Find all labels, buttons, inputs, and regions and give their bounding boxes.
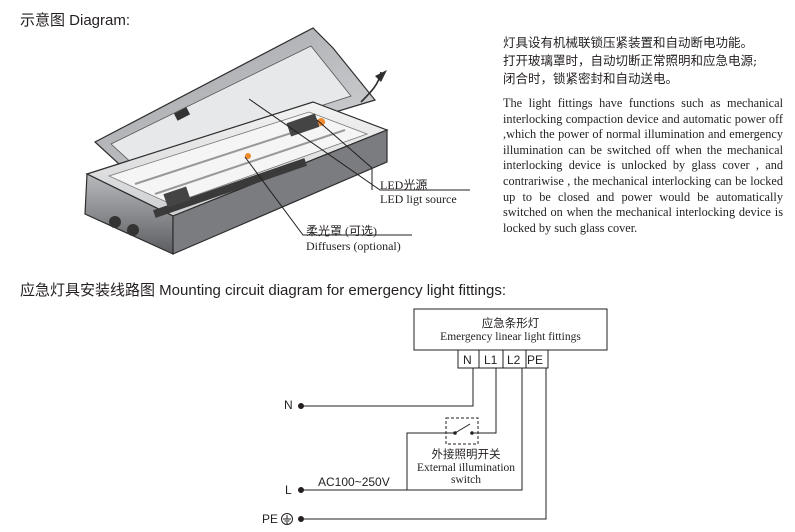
wire-l: [301, 368, 523, 491]
wire-n: [301, 368, 474, 407]
terminal-label: L2: [507, 353, 521, 367]
terminal-label: L1: [484, 353, 498, 367]
description-cn-line: 闭合时，锁紧密封和自动送电。: [503, 71, 679, 86]
line-label-l: L: [285, 483, 292, 497]
latch: [173, 107, 191, 121]
diffuser-label-en: Diffusers (optional): [306, 239, 401, 253]
switch-label-en-2: switch: [450, 474, 482, 486]
cable-gland: [127, 224, 139, 236]
terminal-label: N: [463, 353, 472, 367]
led-module: [153, 158, 307, 218]
fitting-label-en: Emergency linear light fittings: [440, 331, 581, 343]
description-cn-line: 打开玻璃罩时，自动切断正常照明和应急电源;: [503, 53, 758, 68]
line-label-n: N: [284, 398, 293, 412]
ground-icon: [281, 513, 293, 525]
switch-label-cn: 外接照明开关: [431, 449, 501, 461]
description-cn: 灯具设有机械联锁压紧装置和自动断电功能。 打开玻璃罩时，自动切断正常照明和应急电…: [503, 34, 793, 88]
terminal-dot: [298, 516, 304, 522]
terminal-dot: [298, 403, 304, 409]
description-cn-line: 灯具设有机械联锁压紧装置和自动断电功能。: [503, 35, 754, 50]
voltage-label: AC100~250V: [318, 475, 390, 489]
terminal-label: PE: [527, 353, 544, 367]
diffuser-label-cn: 柔光罩 (可选): [306, 224, 377, 238]
wire-pe: [301, 368, 547, 520]
cable-gland: [109, 216, 121, 228]
luminaire-illustration: [84, 27, 389, 255]
wire-l1: [474, 368, 497, 434]
switch-label-en-1: External illumination: [416, 462, 516, 474]
description-en: The light fittings have functions such a…: [503, 96, 783, 235]
led-label-en: LED ligt source: [380, 192, 457, 206]
led-label-cn: LED光源: [380, 178, 428, 192]
led-dot: [317, 118, 325, 126]
diagram-heading: 示意图 Diagram:: [20, 12, 131, 29]
diffuser-leader-line: [244, 156, 412, 236]
led-leader-line: [248, 98, 470, 191]
led-dot: [245, 153, 251, 159]
terminal-dot: [298, 487, 304, 493]
external-switch: [445, 417, 479, 445]
fitting-label-cn: 应急条形灯: [481, 318, 540, 330]
line-label-pe: PE: [262, 512, 279, 526]
fitting-box: [413, 308, 608, 351]
circuit-heading: 应急灯具安装线路图 Mounting circuit diagram for e…: [20, 282, 506, 299]
